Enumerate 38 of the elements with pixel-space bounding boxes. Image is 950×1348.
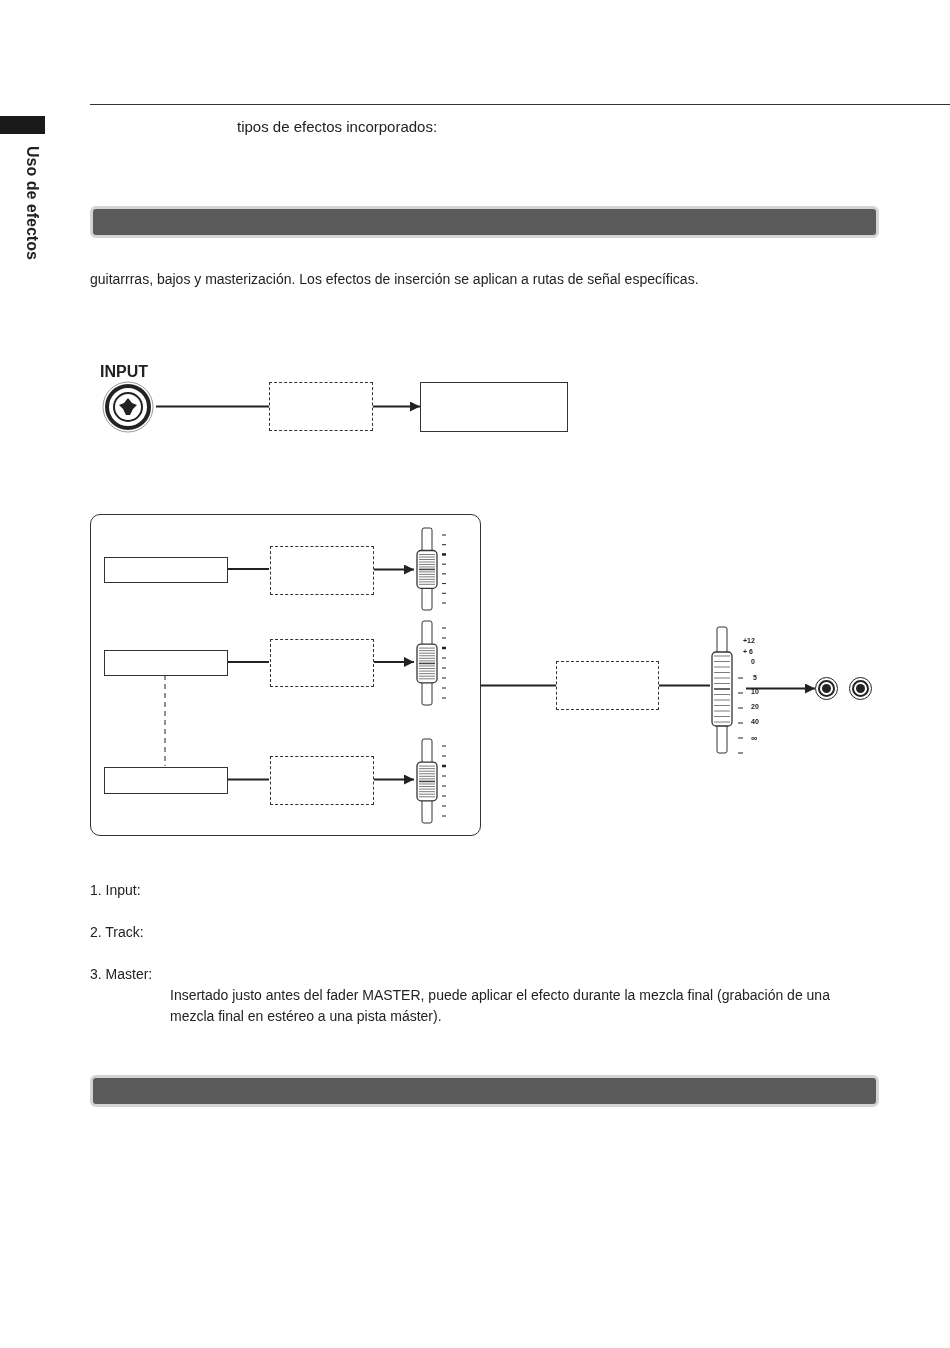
output-jack xyxy=(815,677,838,700)
signal-line xyxy=(480,684,557,687)
effect-box xyxy=(270,546,374,595)
track-box xyxy=(420,382,568,432)
output-jack xyxy=(849,677,872,700)
body-text: tipos de efectos incorporados: xyxy=(237,117,438,137)
arrow xyxy=(745,683,816,694)
arrow xyxy=(372,564,415,575)
track-box xyxy=(104,767,228,794)
fader xyxy=(415,527,449,611)
effect-box xyxy=(556,661,659,710)
section-side-label: Uso de efectos xyxy=(24,146,42,260)
body-text: guitarrras, bajos y masterización. Los efectos de inserción se aplican a rutas de señal específicas. xyxy=(90,270,699,289)
signal-line xyxy=(658,684,711,687)
body-text: 3. Master: xyxy=(90,965,153,984)
fader xyxy=(415,620,449,706)
signal-line xyxy=(226,778,270,781)
arrow xyxy=(372,401,421,412)
input-label: INPUT xyxy=(100,363,148,381)
effect-box xyxy=(269,382,373,431)
body-text: Insertado justo antes del fader MASTER, puede aplicar el efecto durante la mezcla final (grabación de una mezcla final en estéreo a una pista máster). xyxy=(170,986,830,1026)
track-box xyxy=(104,557,228,583)
arrow xyxy=(372,657,415,667)
track-panel xyxy=(90,514,481,836)
fader xyxy=(415,738,449,824)
effect-box xyxy=(270,756,374,805)
track-box xyxy=(104,650,228,676)
body-text: 2. Track: xyxy=(90,923,144,942)
section-banner xyxy=(90,206,879,238)
scale-label: ∞ xyxy=(751,733,758,743)
signal-line xyxy=(164,674,166,767)
signal-line xyxy=(226,568,270,570)
effect-box xyxy=(270,639,374,687)
section-banner xyxy=(90,1075,879,1107)
signal-line xyxy=(155,405,270,408)
signal-line xyxy=(226,661,270,663)
body-text: 1. Input: xyxy=(90,881,141,900)
arrow xyxy=(372,774,415,785)
